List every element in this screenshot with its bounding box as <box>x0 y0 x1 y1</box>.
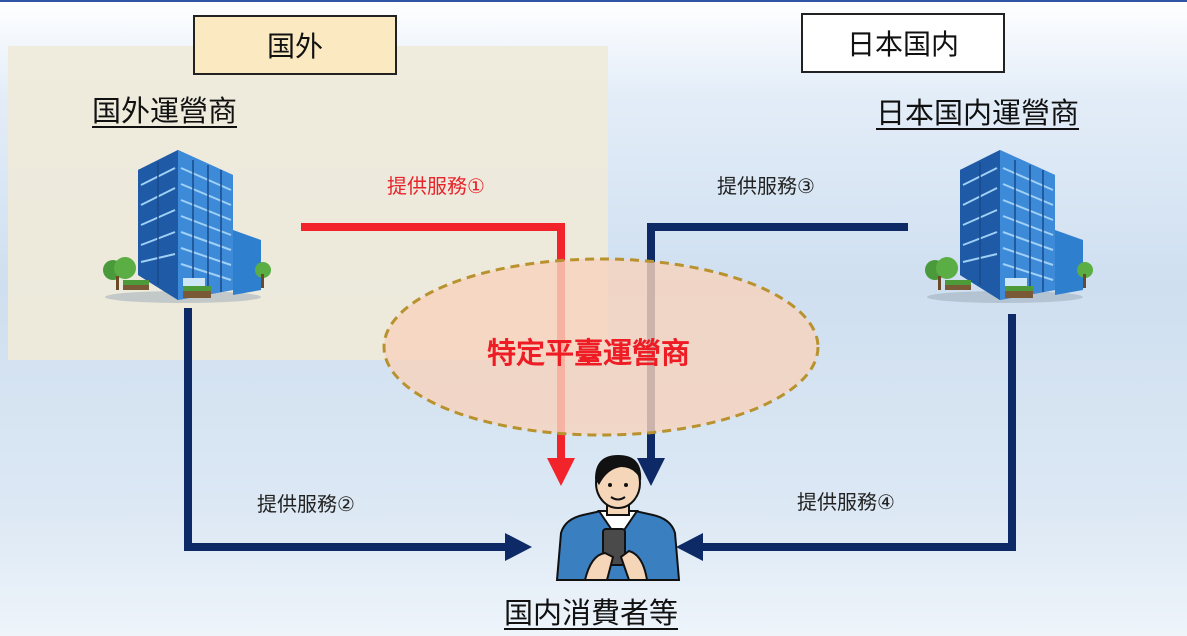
office-building-icon <box>925 150 1093 303</box>
arrow-head-service-4 <box>676 533 703 561</box>
office-building-icon <box>103 150 271 303</box>
service-2-label: 提供服務② <box>257 492 355 516</box>
platform-ellipse <box>382 257 820 437</box>
foreign-operator-label: 国外運營商 <box>92 94 238 128</box>
service-1-label: 提供服務① <box>387 174 485 198</box>
region-japan-box: 日本国内 <box>801 13 1005 73</box>
arrow-service-4 <box>695 314 1016 551</box>
arrow-head-service-1 <box>547 458 575 486</box>
japan-operator-label: 日本国内運營商 <box>876 96 1080 130</box>
arrow-head-service-3 <box>637 458 665 486</box>
consumer-smartphone-icon <box>555 455 681 581</box>
arrow-service-2 <box>184 308 512 551</box>
service-3-label: 提供服務③ <box>717 174 815 198</box>
region-foreign-box: 国外 <box>193 15 397 75</box>
platform-operator-label: 特定平臺運營商 <box>487 336 691 370</box>
service-4-label: 提供服務④ <box>797 490 895 514</box>
arrow-head-service-2 <box>505 533 532 561</box>
top-border-line <box>0 0 1187 2</box>
consumer-label: 国内消費者等 <box>504 596 679 630</box>
